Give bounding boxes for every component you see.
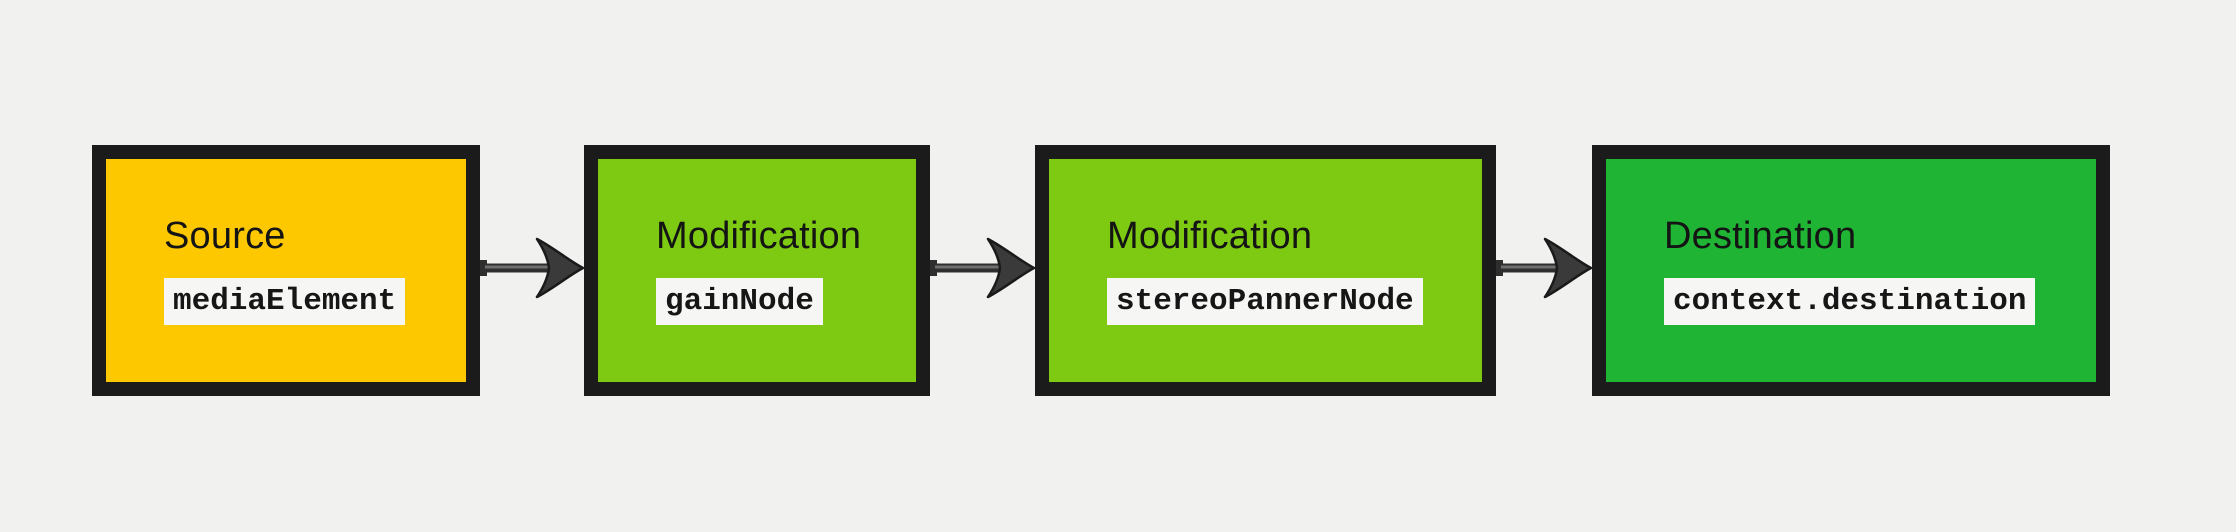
- node-title: Source: [164, 214, 286, 257]
- flow-arrow-icon: [480, 237, 584, 299]
- node-code-chip: context.destination: [1664, 278, 2036, 326]
- flow-node-source: Source mediaElement: [92, 145, 480, 396]
- node-title: Modification: [656, 214, 862, 257]
- node-title: Destination: [1664, 214, 1857, 257]
- node-code-chip: mediaElement: [164, 278, 406, 326]
- flow-arrow-icon: [1496, 237, 1592, 299]
- node-code-chip: stereoPannerNode: [1107, 278, 1423, 326]
- node-code-chip: gainNode: [656, 278, 823, 326]
- flow-node-destination: Destination context.destination: [1592, 145, 2110, 396]
- node-title: Modification: [1107, 214, 1313, 257]
- flow-node-modification-gain: Modification gainNode: [584, 145, 930, 396]
- flow-arrow-icon: [930, 237, 1035, 299]
- flow-node-modification-panner: Modification stereoPannerNode: [1035, 145, 1496, 396]
